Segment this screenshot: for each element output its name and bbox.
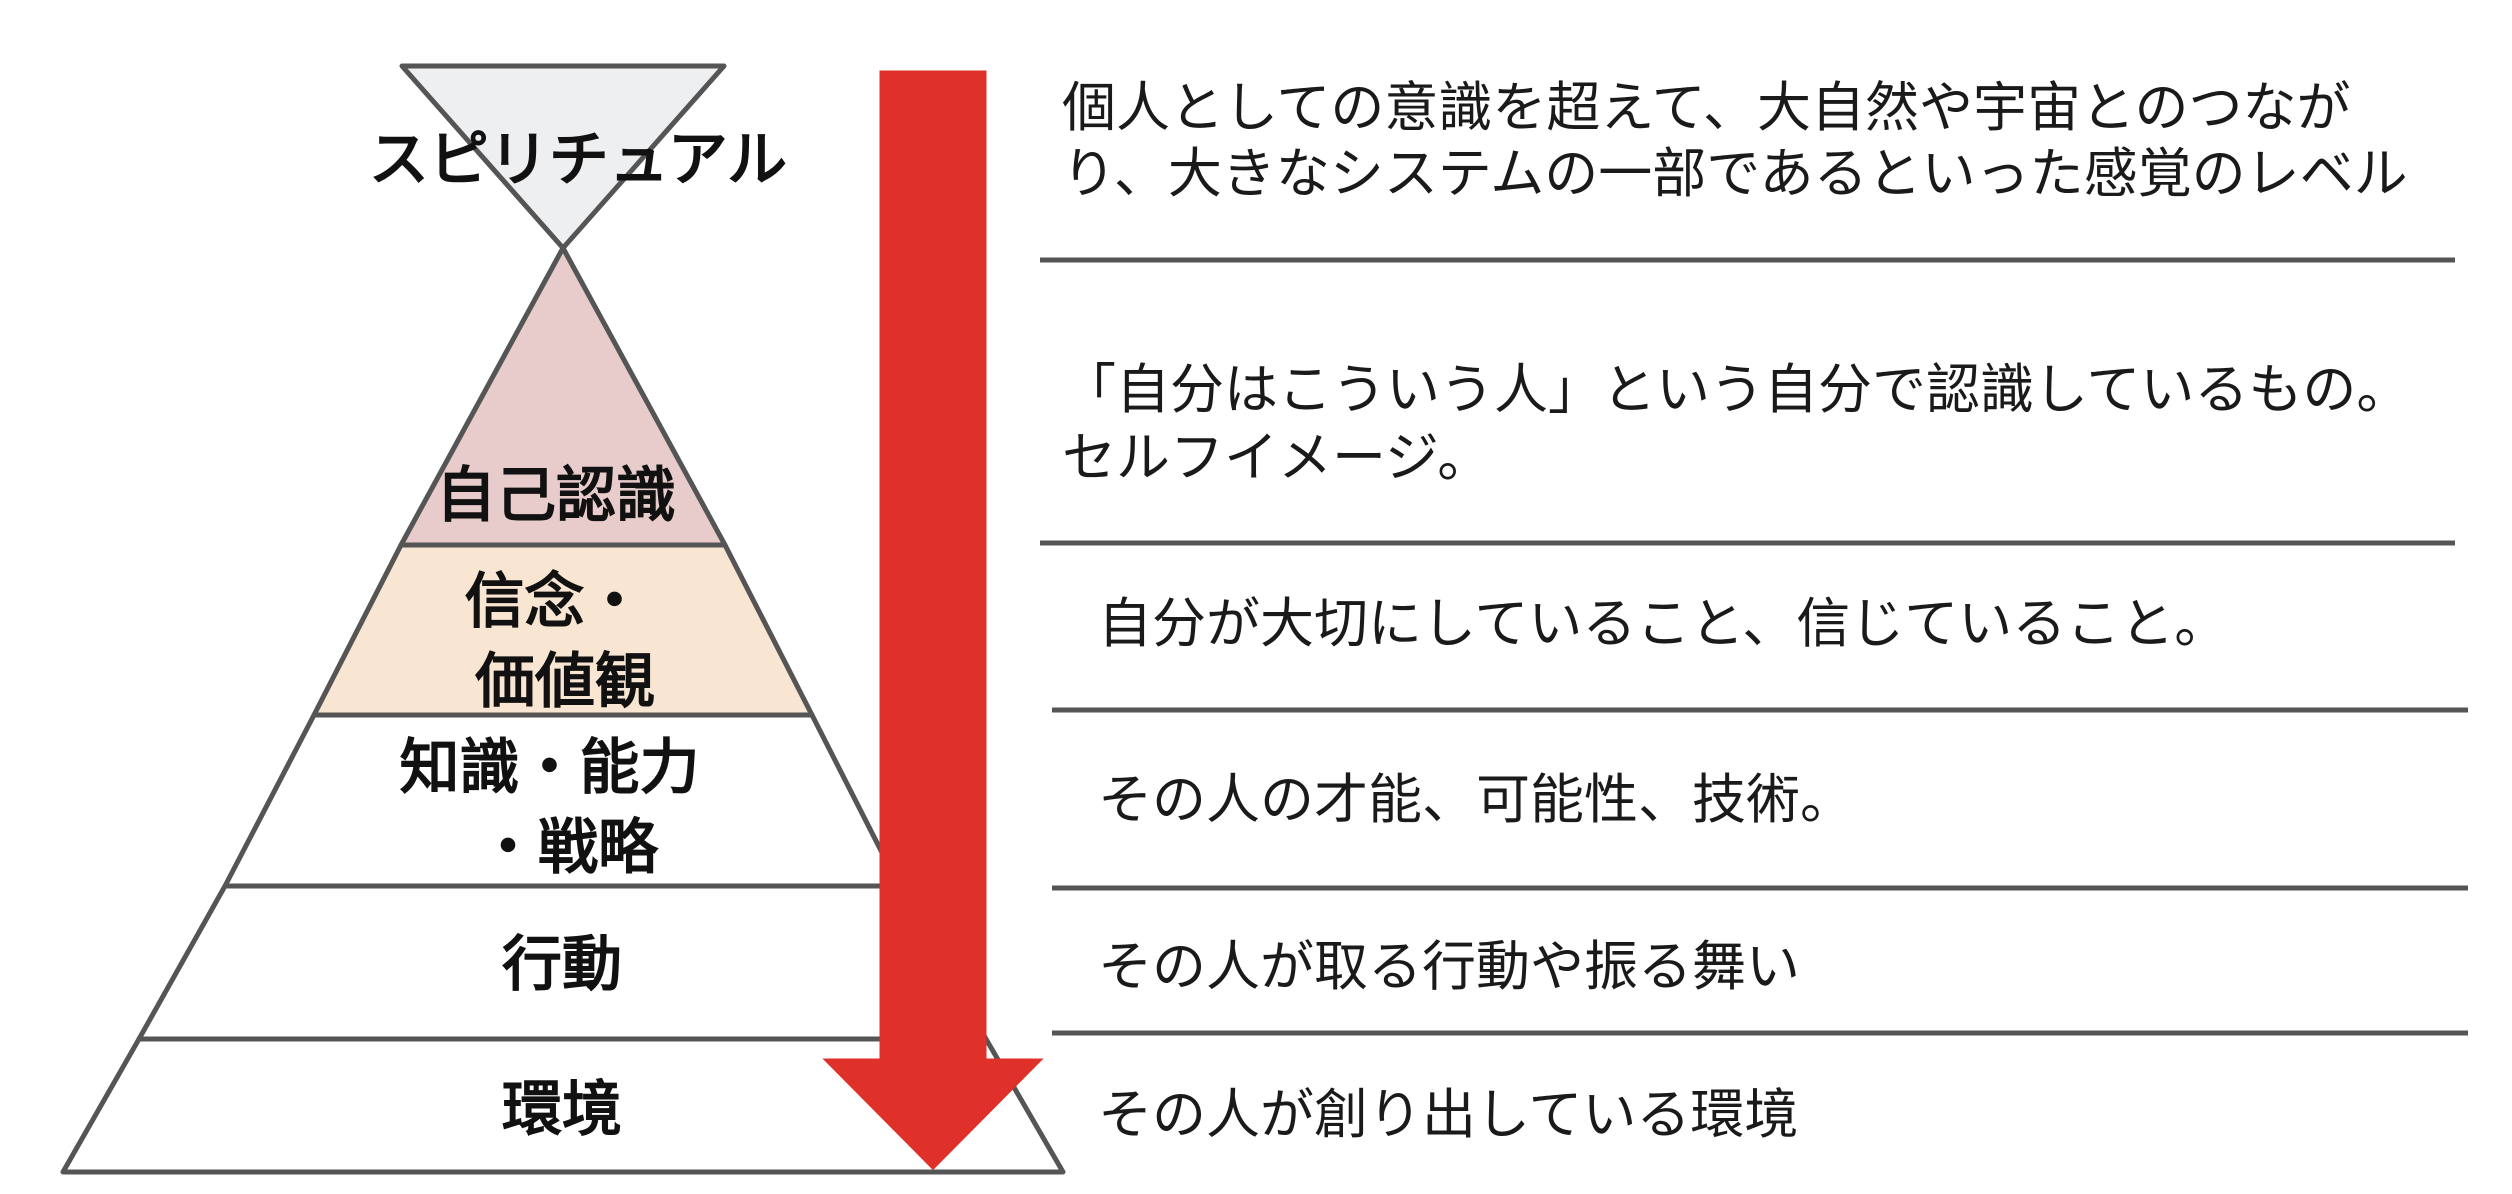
description-behavior: その人が取る行動や振る舞い (1098, 935, 1800, 998)
label-spiritual-line: スピリチュアル (369, 125, 787, 195)
level-labels: スピリチュアル 自己認識 信念・ 価値観 知識・能力 ・戦略 行動 環境 (369, 125, 787, 1145)
pyramid (60, 63, 1066, 1175)
label-knowledge: 知識・能力 ・戦略 (400, 733, 721, 883)
description-knowledge: その人の才能、可能性、技術。 (1098, 768, 1854, 831)
label-self-awareness-line: 自己認識 (436, 461, 676, 531)
description-self-awareness: 「自分はこういう人」という自分で認識しているもの。 セルフイメージ。 (1062, 358, 2428, 489)
label-environment-line: 環境 (502, 1075, 622, 1145)
description-behavior-line: その人が取る行動や振る舞い (1098, 935, 1800, 998)
description-spiritual-line-2: り、大きなシステムの一部であるといった感覚のレベル (1062, 142, 2408, 205)
label-knowledge-line-1: 知識・能力 (400, 733, 700, 803)
spiritual-triangle (399, 63, 727, 251)
label-behavior-line: 行動 (502, 930, 622, 1000)
description-spiritual-line-1: 個人としての意識を超えて、大自然や宇宙とのつなが (1062, 76, 2350, 139)
label-self-awareness: 自己認識 (436, 461, 676, 531)
description-environment-line: その人が創り出している環境 (1098, 1083, 1798, 1146)
description-beliefs-line: 自分が大切にしていること、信じていること。 (1098, 592, 2228, 655)
descriptions: 個人としての意識を超えて、大自然や宇宙とのつなが り、大きなシステムの一部である… (1062, 76, 2428, 1146)
description-knowledge-line: その人の才能、可能性、技術。 (1098, 768, 1854, 831)
downward-arrow (822, 70, 1044, 1171)
label-behavior: 行動 (502, 930, 622, 1000)
label-knowledge-line-2: ・戦略 (478, 813, 659, 883)
description-self-awareness-line-2: セルフイメージ。 (1062, 426, 1491, 489)
label-spiritual: スピリチュアル (369, 125, 787, 195)
description-beliefs-values: 自分が大切にしていること、信じていること。 (1098, 592, 2228, 655)
downward-arrow-shape (822, 70, 1044, 1171)
description-environment: その人が創り出している環境 (1098, 1083, 1798, 1146)
label-environment: 環境 (502, 1075, 622, 1145)
label-beliefs-values: 信念・ 価値観 (465, 567, 666, 717)
label-beliefs-line-2: 価値観 (474, 647, 655, 717)
description-self-awareness-line-1: 「自分はこういう人」という自分で認識しているもの。 (1062, 358, 2410, 421)
environment-layer (60, 1036, 1066, 1175)
dividers (1040, 257, 2468, 1036)
description-spiritual: 個人としての意識を超えて、大自然や宇宙とのつなが り、大きなシステムの一部である… (1062, 76, 2408, 205)
label-beliefs-line-1: 信念・ (465, 567, 645, 637)
